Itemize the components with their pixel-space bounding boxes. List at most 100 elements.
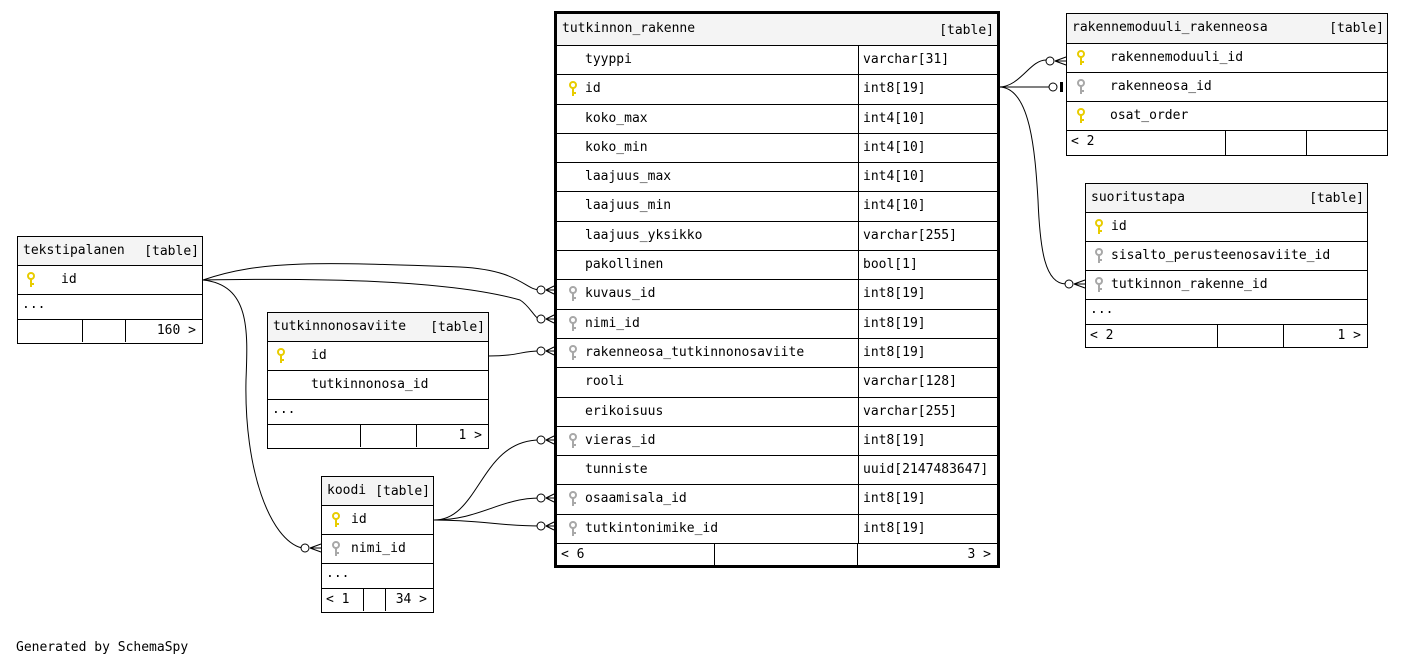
table-header: tekstipalanen [table] bbox=[18, 237, 202, 266]
column-type: varchar[31] bbox=[858, 46, 949, 75]
column-list: id sisalto_perusteenosaviite_id tutkinnon_… bbox=[1086, 213, 1367, 300]
column-row[interactable]: rakenneosa_id bbox=[1067, 73, 1387, 102]
column-name: koko_max bbox=[585, 110, 648, 126]
footer-left[interactable]: < 2 bbox=[1071, 134, 1095, 149]
column-type: int8[19] bbox=[858, 280, 926, 309]
column-row[interactable]: tyyppi varchar[31] bbox=[557, 46, 997, 76]
column-type: uuid[2147483647] bbox=[858, 456, 988, 485]
table-title: tutkinnon_rakenne bbox=[562, 21, 696, 36]
column-name: laajuus_min bbox=[585, 198, 672, 214]
column-row[interactable]: tutkinnon_rakenne_id bbox=[1086, 271, 1367, 300]
column-list: id bbox=[18, 266, 202, 295]
footer-right[interactable]: 1 > bbox=[1337, 328, 1361, 343]
primary-key-icon bbox=[332, 512, 342, 528]
foreign-key-icon bbox=[569, 315, 579, 332]
column-row[interactable]: vieras_id int8[19] bbox=[557, 426, 997, 457]
more-columns[interactable]: ... bbox=[268, 400, 488, 425]
column-name: tunniste bbox=[585, 462, 648, 478]
footer-left[interactable]: < 6 bbox=[561, 547, 585, 563]
table-title: tekstipalanen bbox=[23, 243, 125, 258]
column-name: tutkinnon_rakenne_id bbox=[1111, 277, 1268, 292]
table-rakennemoduuli-rakenneosa[interactable]: rakennemoduuli_rakenneosa [table] rakenn… bbox=[1066, 13, 1388, 156]
crowfoot-marker bbox=[545, 346, 555, 356]
footer-right[interactable]: 34 > bbox=[395, 592, 427, 607]
more-columns[interactable]: ... bbox=[322, 564, 433, 589]
footer-right[interactable]: 160 > bbox=[156, 323, 196, 338]
column-row[interactable]: nimi_id bbox=[322, 535, 433, 564]
crowfoot-marker bbox=[1054, 56, 1067, 66]
column-row[interactable]: kuvaus_id int8[19] bbox=[557, 280, 997, 310]
crowfoot-marker bbox=[545, 314, 555, 324]
foreign-key-icon bbox=[569, 491, 579, 507]
footer-left[interactable]: < 2 bbox=[1090, 328, 1114, 343]
table-footer: < 2 bbox=[1067, 131, 1387, 156]
more-columns[interactable]: ... bbox=[18, 295, 202, 320]
table-header: tutkinnonosaviite [table] bbox=[268, 313, 488, 342]
column-type: bool[1] bbox=[858, 251, 918, 280]
column-name: erikoisuus bbox=[585, 403, 664, 419]
column-name: id bbox=[351, 512, 367, 527]
column-row[interactable]: id bbox=[268, 342, 488, 371]
footer-left[interactable]: < 1 bbox=[326, 592, 350, 607]
table-tekstipalanen[interactable]: tekstipalanen [table] id ... 160 > bbox=[17, 236, 203, 344]
column-name: tutkintonimike_id bbox=[585, 520, 719, 536]
optional-marker bbox=[1048, 82, 1058, 92]
crowfoot-marker bbox=[545, 493, 555, 503]
column-type: varchar[128] bbox=[858, 368, 957, 397]
one-marker bbox=[1060, 82, 1063, 92]
column-row[interactable]: id bbox=[322, 506, 433, 535]
table-tag: [table] bbox=[1309, 191, 1364, 206]
column-type: int8[19] bbox=[858, 338, 926, 368]
footer-right[interactable]: 3 > bbox=[967, 547, 991, 563]
footer-right[interactable]: 1 > bbox=[458, 428, 482, 443]
column-row[interactable]: osat_order bbox=[1067, 102, 1387, 131]
table-footer: 160 > bbox=[18, 320, 202, 342]
optional-marker bbox=[300, 543, 310, 553]
optional-marker bbox=[1064, 279, 1074, 289]
more-columns[interactable]: ... bbox=[1086, 300, 1367, 325]
column-name: rakenneosa_tutkinnonosaviite bbox=[585, 344, 805, 360]
foreign-key-icon bbox=[569, 520, 579, 537]
column-name: vieras_id bbox=[585, 432, 656, 448]
column-name: id bbox=[1111, 219, 1127, 234]
column-row[interactable]: rakenneosa_tutkinnonosaviite int8[19] bbox=[557, 338, 997, 369]
column-row[interactable]: id bbox=[1086, 213, 1367, 242]
primary-key-icon bbox=[1077, 50, 1087, 66]
column-name: nimi_id bbox=[351, 541, 406, 556]
column-name: osat_order bbox=[1110, 108, 1189, 123]
column-row[interactable]: rakennemoduuli_id bbox=[1067, 44, 1387, 73]
column-name: koko_min bbox=[585, 139, 648, 155]
table-title: koodi bbox=[327, 483, 367, 498]
column-type: int8[19] bbox=[858, 426, 926, 456]
table-tag: [table] bbox=[144, 244, 199, 259]
column-name: nimi_id bbox=[585, 315, 640, 331]
column-name: kuvaus_id bbox=[585, 286, 656, 302]
relation-koodi-vieras bbox=[433, 439, 541, 521]
foreign-key-icon bbox=[569, 286, 579, 302]
column-name: osaamisala_id bbox=[585, 491, 687, 507]
column-row[interactable]: tunniste uuid[2147483647] bbox=[557, 456, 997, 486]
column-list: id nimi_id bbox=[322, 506, 433, 564]
table-header: rakennemoduuli_rakenneosa [table] bbox=[1067, 14, 1387, 44]
column-row[interactable]: sisalto_perusteenosaviite_id bbox=[1086, 242, 1367, 271]
column-row[interactable]: id bbox=[18, 266, 202, 295]
column-name: tyyppi bbox=[585, 52, 632, 67]
column-row[interactable]: tutkinnonosa_id bbox=[268, 371, 488, 400]
